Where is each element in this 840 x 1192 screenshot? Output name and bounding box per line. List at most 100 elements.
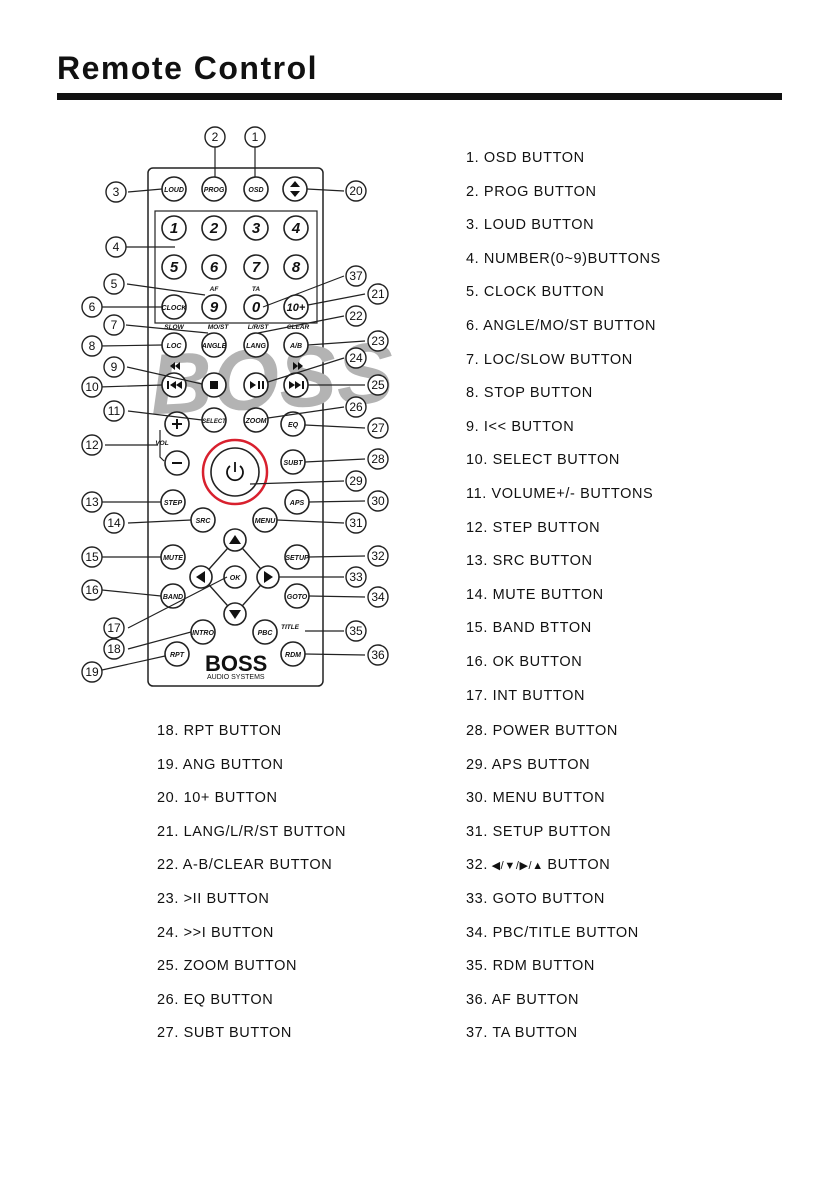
- svg-text:15: 15: [85, 550, 99, 564]
- svg-text:1: 1: [170, 220, 178, 237]
- svg-text:SUBT: SUBT: [283, 460, 303, 467]
- svg-text:MENU: MENU: [255, 518, 277, 525]
- callout-28: 28: [367, 448, 389, 470]
- ok-button[interactable]: OK: [223, 565, 247, 589]
- number-1-button[interactable]: 1: [161, 215, 187, 241]
- svg-text:4: 4: [113, 240, 120, 254]
- clear-label: CLEAR: [287, 324, 310, 331]
- svg-text:18: 18: [107, 642, 121, 656]
- svg-text:1: 1: [252, 130, 259, 144]
- next-button[interactable]: [283, 372, 309, 398]
- svg-text:PROG: PROG: [204, 187, 225, 194]
- number-4-button[interactable]: 4: [283, 215, 309, 241]
- stop-icon: [210, 381, 218, 389]
- svg-text:SELECT: SELECT: [202, 419, 227, 425]
- up-button[interactable]: [223, 528, 247, 552]
- legend-item: 33. GOTO BUTTON: [466, 891, 605, 907]
- legend-item: 25. ZOOM BUTTON: [157, 958, 298, 975]
- svg-text:9: 9: [111, 360, 118, 374]
- legend-item: 36. AF BUTTON: [466, 991, 580, 1008]
- legend-item: 7. LOC/SLOW BUTTON: [466, 351, 633, 368]
- eq-button[interactable]: EQ: [280, 411, 306, 437]
- mute-button[interactable]: MUTE: [160, 544, 186, 570]
- stop-button[interactable]: [201, 372, 227, 398]
- legend-item: 19. ANG BUTTON: [157, 756, 284, 773]
- svg-text:3: 3: [252, 220, 261, 237]
- left-button[interactable]: [189, 565, 213, 589]
- setup-button[interactable]: SETUP: [284, 544, 310, 570]
- intro-button[interactable]: INTRO: [190, 619, 216, 645]
- legend-item: 2. PROG BUTTON: [466, 183, 597, 200]
- zoom-button[interactable]: ZOOM: [243, 407, 269, 433]
- number-5-button[interactable]: 5: [161, 254, 187, 280]
- ab-button[interactable]: A/B: [283, 332, 309, 358]
- legend-item: 28. POWER BUTTON: [466, 723, 618, 739]
- osd-button[interactable]: OSD: [243, 176, 269, 202]
- svg-text:A/B: A/B: [289, 343, 302, 350]
- svg-text:GOTO: GOTO: [287, 594, 308, 601]
- legend-item: 37. TA BUTTON: [466, 1025, 578, 1042]
- select-button[interactable]: SELECT: [201, 407, 227, 433]
- number-2-button[interactable]: 2: [201, 215, 227, 241]
- play-pause-button[interactable]: [243, 372, 269, 398]
- ten-plus-button[interactable]: 10+: [283, 294, 309, 320]
- src-button[interactable]: SRC: [190, 507, 216, 533]
- svg-text:22: 22: [349, 309, 363, 323]
- callout-35: 35: [345, 620, 367, 642]
- number-7-button[interactable]: 7: [243, 254, 269, 280]
- rdm-button[interactable]: RDM: [280, 641, 306, 667]
- number-6-button[interactable]: 6: [201, 254, 227, 280]
- callout-13: 13: [81, 491, 103, 513]
- svg-text:MUTE: MUTE: [163, 555, 183, 562]
- subt-button[interactable]: SUBT: [280, 449, 306, 475]
- legend-item: 12. STEP BUTTON: [466, 519, 601, 536]
- power-button[interactable]: [210, 447, 260, 497]
- plus-icon: [172, 419, 182, 429]
- callout-27: 27: [367, 417, 389, 439]
- brand-subtitle: AUDIO SYSTEMS: [207, 674, 265, 681]
- rpt-button[interactable]: RPT: [164, 641, 190, 667]
- fast-forward-icon: [293, 362, 303, 370]
- svg-text:6: 6: [210, 259, 219, 276]
- prog-button[interactable]: PROG: [201, 176, 227, 202]
- down-button[interactable]: [223, 602, 247, 626]
- legend-item: 9. I<< BUTTON: [466, 418, 575, 435]
- svg-text:10+: 10+: [287, 302, 306, 314]
- legend-item: 14. MUTE BUTTON: [466, 586, 604, 603]
- callout-12: 12: [81, 434, 103, 456]
- number-0-button[interactable]: 0: [243, 294, 269, 320]
- legend-item: 15. BAND BTTON: [466, 620, 592, 637]
- callout-2: 2: [204, 126, 226, 148]
- ang-button[interactable]: [282, 176, 308, 202]
- step-button[interactable]: STEP: [160, 489, 186, 515]
- legend-item: 11. VOLUME+/- BUTTONS: [466, 486, 654, 502]
- legend-item: 22. A-B/CLEAR BUTTON: [157, 857, 333, 874]
- number-9-button[interactable]: 9: [201, 294, 227, 320]
- loc-button[interactable]: LOC: [161, 332, 187, 358]
- clock-button[interactable]: CLOCK: [161, 294, 188, 320]
- callout-22: 22: [345, 305, 367, 327]
- vol-minus-button[interactable]: [164, 450, 190, 476]
- right-button[interactable]: [256, 565, 280, 589]
- lang-button[interactable]: LANG: [243, 332, 269, 358]
- svg-text:24: 24: [349, 351, 363, 365]
- number-3-button[interactable]: 3: [243, 215, 269, 241]
- menu-button[interactable]: MENU: [252, 507, 278, 533]
- svg-text:28: 28: [371, 452, 385, 466]
- pbc-button[interactable]: PBC: [252, 619, 278, 645]
- angle-button[interactable]: ANGLE: [201, 332, 227, 358]
- callout-17: 17: [103, 617, 125, 639]
- vol-label: VOL: [155, 440, 168, 447]
- svg-text:RDM: RDM: [285, 652, 301, 659]
- ta-label: TA: [252, 286, 260, 293]
- callout-30: 30: [367, 490, 389, 512]
- play-pause-icon: [250, 381, 264, 389]
- callout-14: 14: [103, 512, 125, 534]
- svg-text:36: 36: [371, 648, 385, 662]
- goto-button[interactable]: GOTO: [284, 583, 310, 609]
- loud-button[interactable]: LOUD: [161, 176, 187, 202]
- number-8-button[interactable]: 8: [283, 254, 309, 280]
- aps-button[interactable]: APS: [284, 489, 310, 515]
- prev-button[interactable]: [161, 372, 187, 398]
